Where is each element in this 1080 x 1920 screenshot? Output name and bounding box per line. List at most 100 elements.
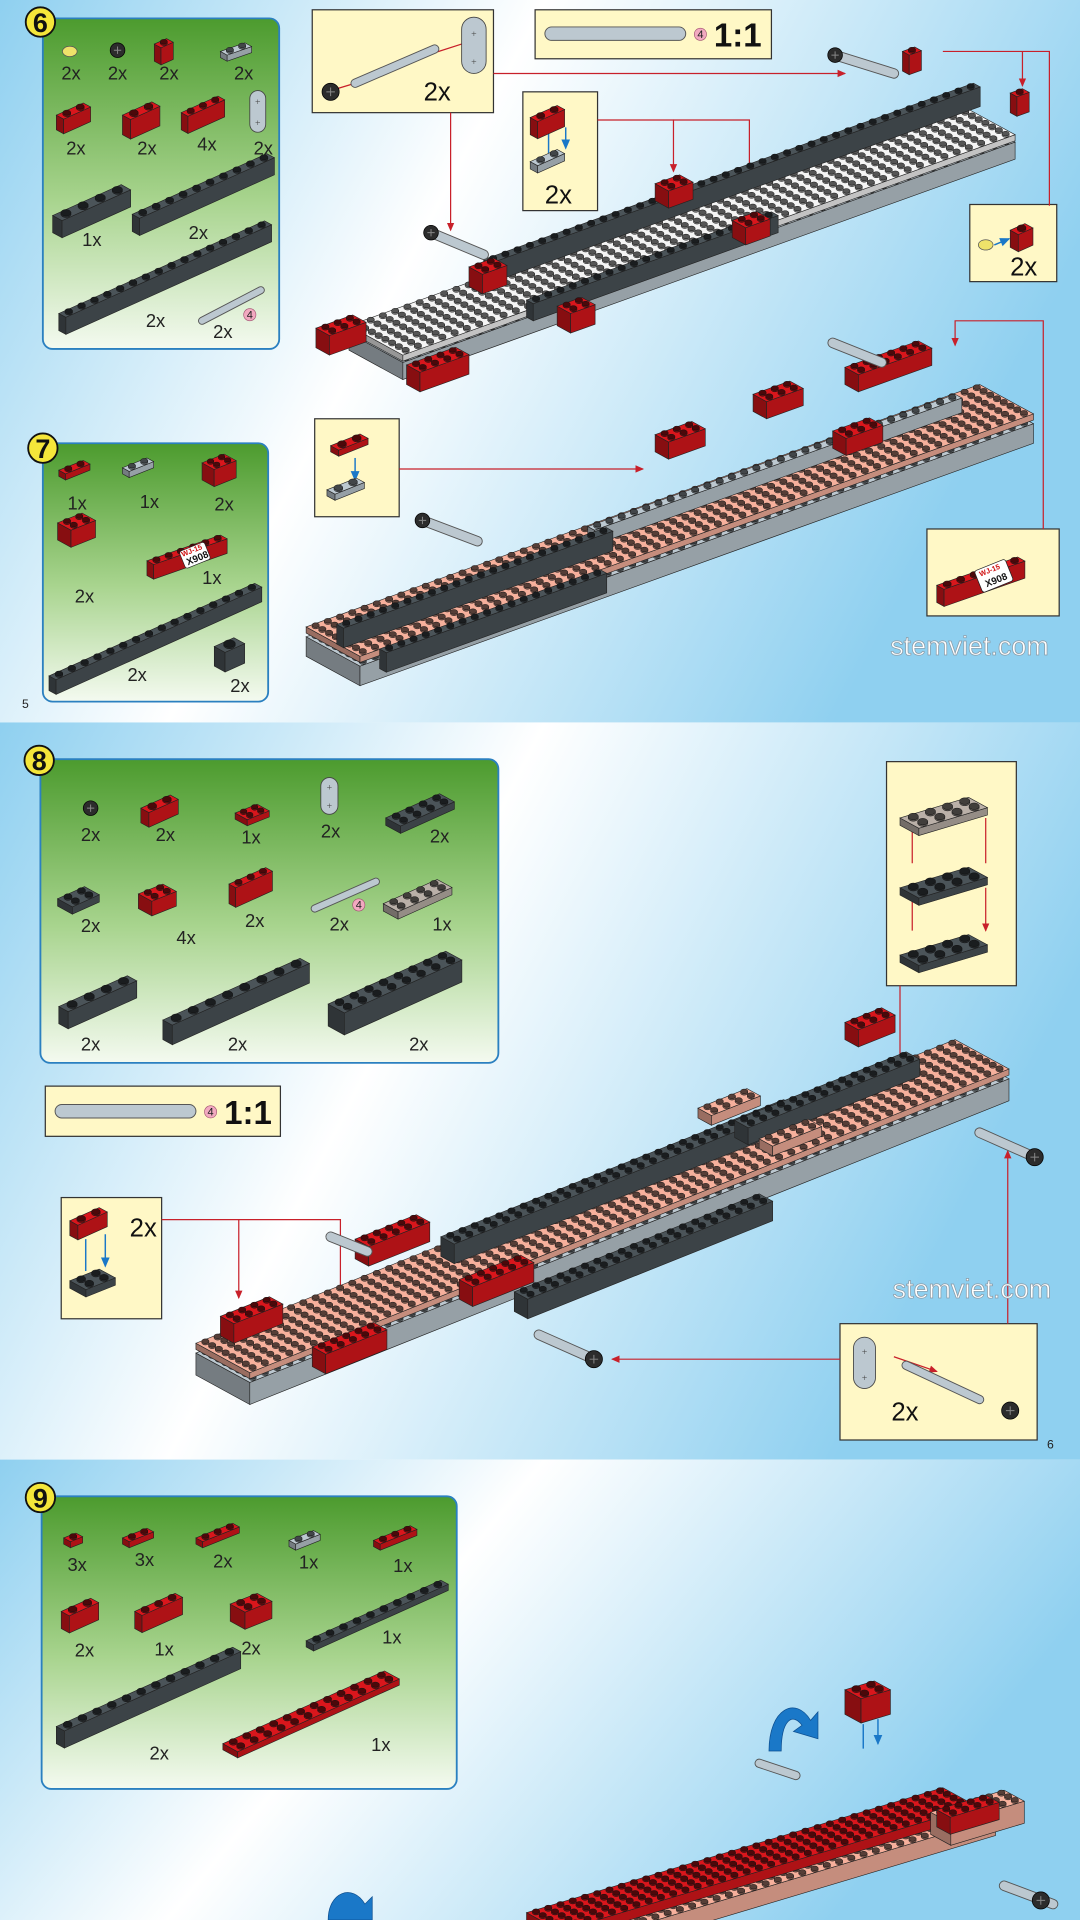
brick-red — [69, 1207, 108, 1241]
step-number: 8 — [32, 746, 47, 776]
axle-icon — [310, 877, 380, 913]
slope-salmon — [697, 1088, 762, 1126]
axle-icon — [198, 286, 265, 325]
plate-red — [234, 803, 270, 827]
model-rail — [335, 527, 614, 649]
callout-count: 2x — [424, 78, 451, 106]
callout-count: 2x — [130, 1215, 157, 1243]
slope-red — [831, 417, 884, 457]
brick-red — [844, 1007, 896, 1048]
callout-plate-on-grille — [314, 418, 400, 518]
rotate-arrow-icon — [768, 1707, 819, 1752]
plate-lgray — [529, 149, 566, 174]
brick-dark — [162, 957, 311, 1046]
step-7-counts: 1x 1x 2x 2x 1x 2x 2x — [67, 491, 249, 696]
part-count: 1x — [241, 827, 260, 848]
plate-dark — [899, 934, 989, 974]
part-count: 2x — [156, 824, 175, 845]
scale-ratio: 1:1 — [224, 1095, 272, 1132]
part-count: 3x — [67, 1554, 86, 1575]
part-count: 2x — [214, 494, 233, 515]
part-count: 2x — [329, 914, 348, 935]
axle-length-marker: 4 — [356, 900, 362, 912]
svg-text:+: + — [327, 782, 333, 793]
brick-red — [153, 38, 174, 66]
slope-red — [229, 1592, 273, 1630]
brick-dark — [58, 220, 273, 335]
svg-text:+: + — [255, 118, 261, 129]
part-count: 2x — [81, 915, 100, 936]
brick-dark — [213, 637, 246, 673]
brick-red — [311, 1322, 388, 1375]
part-count: 1x — [382, 1626, 401, 1647]
bush-wheel-icon — [414, 512, 431, 529]
part-count: 1x — [82, 229, 101, 250]
part-count: 2x — [230, 675, 249, 696]
axle-icon — [325, 1231, 373, 1257]
round-plate-icon — [62, 45, 78, 57]
axle-length-marker: 4 — [697, 29, 703, 41]
svg-text:+: + — [862, 1373, 868, 1384]
slope-red — [752, 380, 805, 420]
bush-wheel-icon — [1025, 1148, 1044, 1167]
part-count: 2x — [213, 321, 232, 342]
part-count: 2x — [321, 821, 340, 842]
part-count: 2x — [228, 1034, 247, 1055]
brick-dark — [327, 950, 463, 1036]
part-count: 2x — [66, 137, 85, 158]
axle-length-marker: 4 — [247, 309, 253, 321]
watermark: stemviet.com — [890, 631, 1049, 661]
brick-red — [55, 102, 92, 135]
brick-dark — [51, 184, 132, 239]
part-count: 1x — [154, 1639, 173, 1660]
part-count: 2x — [75, 1640, 94, 1661]
brick-red — [556, 296, 596, 334]
svg-text:+: + — [471, 57, 477, 68]
bush-wheel-icon — [584, 1350, 603, 1369]
brick-red — [1009, 223, 1034, 253]
bush-wheel-icon — [109, 42, 126, 58]
brick-red — [315, 314, 367, 356]
brick-dark — [131, 153, 276, 236]
plate-lgray — [121, 457, 155, 479]
model-rail — [733, 1051, 921, 1146]
brick-dark — [58, 975, 138, 1030]
part-count: 2x — [430, 825, 449, 846]
step-6-badge: 6 — [24, 6, 57, 38]
part-count: 1x — [432, 914, 451, 935]
plate-red — [62, 1532, 84, 1549]
part-count: 1x — [371, 1734, 390, 1755]
brick-red — [121, 101, 161, 140]
callout-count: 2x — [891, 1398, 918, 1426]
technic-beam-icon: ++ — [320, 777, 339, 815]
model-red-plate — [525, 1787, 978, 1920]
rotate-arrow-icon — [327, 1892, 373, 1920]
brick-dark — [55, 1646, 242, 1749]
model-rail — [378, 569, 608, 673]
part-count: 4x — [176, 927, 195, 948]
brick-red — [468, 257, 508, 295]
step-9-badge: 9 — [24, 1481, 57, 1513]
scale-reference-mid: 4 1:1 — [54, 1095, 272, 1132]
plate-red — [372, 1525, 418, 1551]
part-count: 4x — [197, 134, 216, 155]
part-count: 3x — [135, 1549, 154, 1570]
brick-red — [134, 1592, 184, 1634]
axle-icon — [829, 49, 900, 79]
part-count: 2x — [245, 910, 264, 931]
part-count: 2x — [81, 1034, 100, 1055]
axle-icon — [417, 515, 483, 547]
brick-red — [219, 1296, 284, 1344]
svg-text:+: + — [255, 97, 261, 108]
part-count: 2x — [159, 63, 178, 84]
connector-lines — [161, 43, 1050, 1373]
part-count: 1x — [140, 491, 159, 512]
part-count: 1x — [299, 1552, 318, 1573]
plate-dark — [305, 1579, 449, 1652]
step-number: 6 — [33, 8, 48, 38]
technic-beam-icon: ++ — [249, 90, 267, 133]
plate-lgray — [219, 42, 253, 62]
axle-icon — [425, 227, 489, 260]
brick-red — [901, 46, 923, 76]
